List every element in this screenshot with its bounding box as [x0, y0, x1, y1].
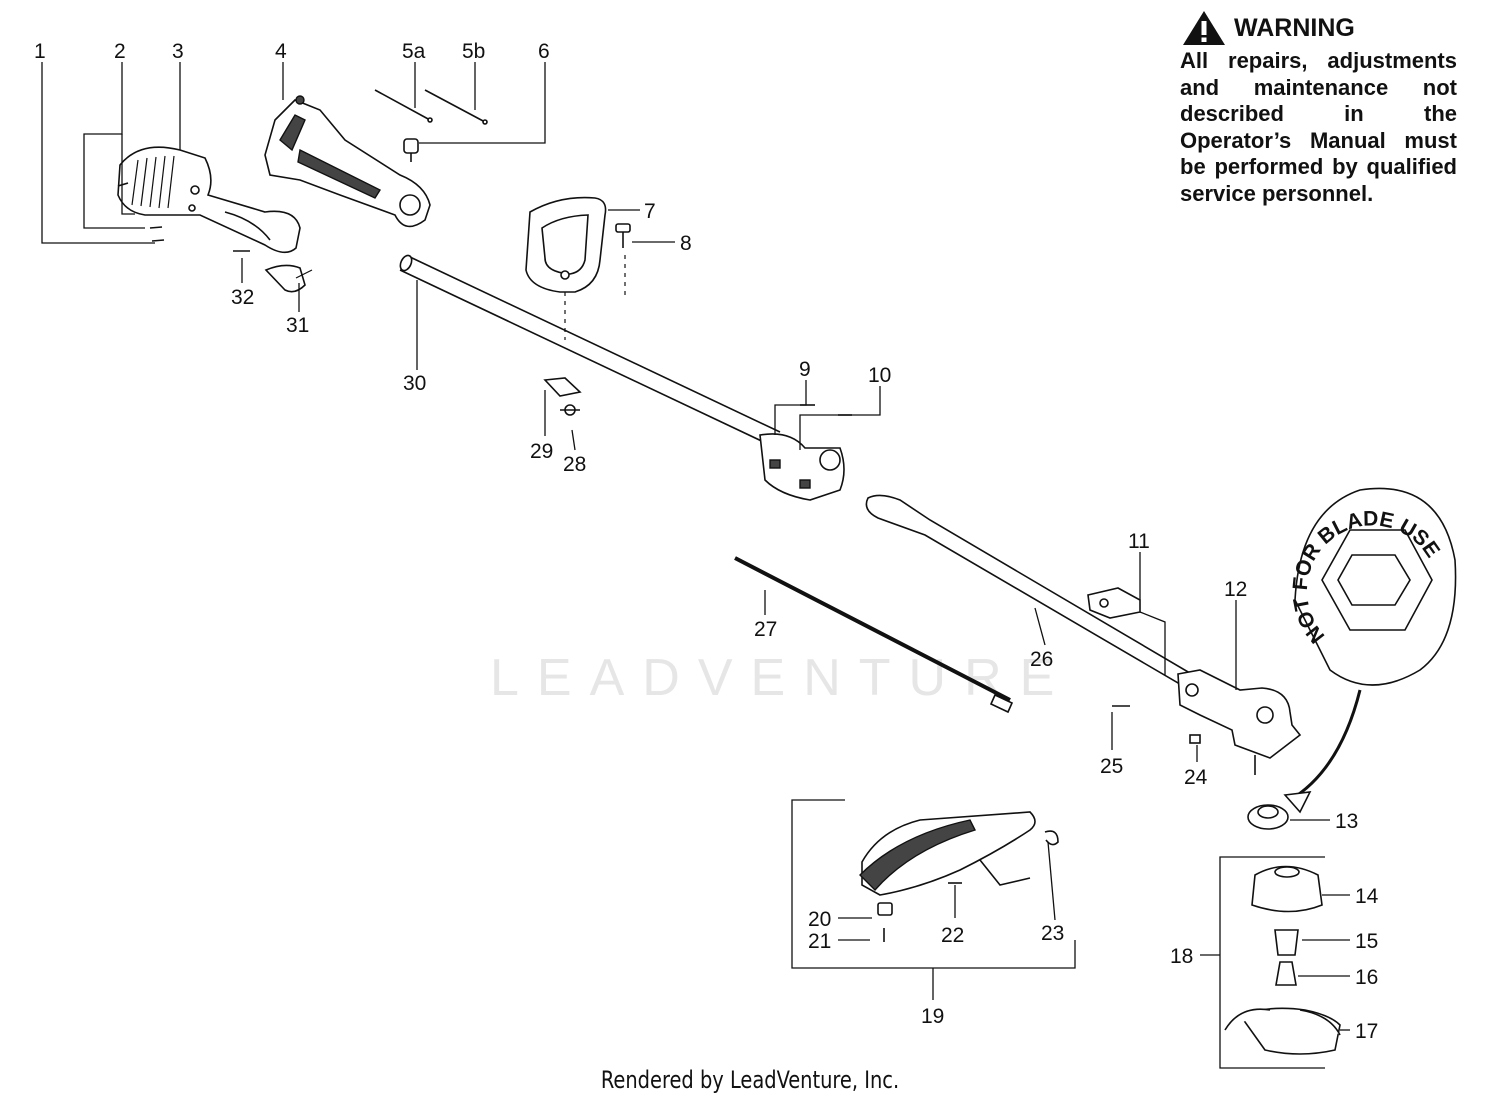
callout-32: 32: [231, 286, 254, 309]
cover-screws: [117, 182, 250, 252]
upper-shaft-tube-part: [399, 254, 781, 446]
callout-1: 1: [34, 40, 46, 63]
flex-drive-shaft-part: [734, 556, 1014, 714]
callout-11: 11: [1128, 530, 1150, 553]
callout-2: 2: [114, 40, 126, 63]
callout-12: 12: [1224, 578, 1247, 601]
callout-28: 28: [563, 453, 586, 476]
callout-27: 27: [754, 618, 777, 641]
callout-31: 31: [286, 314, 309, 337]
callout-21: 21: [808, 930, 831, 953]
callout-3: 3: [172, 40, 184, 63]
callout-22: 22: [941, 924, 964, 947]
callout-5a: 5a: [402, 40, 426, 63]
callout-26: 26: [1030, 648, 1053, 671]
leader-lines: [41, 62, 1350, 1069]
gearbox-part: [1112, 669, 1302, 775]
callout-15: 15: [1355, 930, 1378, 953]
footer-credit: Rendered by LeadVenture, Inc.: [600, 1066, 900, 1094]
trimmer-head-parts: [1224, 865, 1341, 1055]
callout-19: 19: [921, 1005, 944, 1028]
callout-18: 18: [1170, 945, 1193, 968]
callout-17: 17: [1355, 1020, 1378, 1043]
callout-24: 24: [1184, 766, 1208, 789]
stop-switch-part: [403, 138, 419, 162]
callout-14: 14: [1355, 885, 1379, 908]
warning-box: WARNING All repairs, adjustments and mai…: [1180, 10, 1457, 207]
warning-text: All repairs, adjustments and maintenance…: [1180, 48, 1457, 206]
warning-title: WARNING: [1234, 13, 1355, 42]
callout-23: 23: [1041, 922, 1064, 945]
loop-handle-screw: [615, 223, 631, 248]
callout-5b: 5b: [462, 40, 485, 63]
wing-nut-part: [543, 377, 582, 416]
callout-9: 9: [799, 358, 811, 381]
ignition-wires: [374, 89, 488, 125]
trimmer-head-inset: NOT FOR BLADE USE: [1283, 487, 1457, 814]
warning-header: WARNING: [1182, 10, 1457, 46]
callout-16: 16: [1355, 966, 1378, 989]
callout-25: 25: [1100, 755, 1123, 778]
callout-6: 6: [538, 40, 550, 63]
callout-numbers: 1 2 3 4 5a 5b 6 7 8 9 10 11 12 13 14 15 …: [34, 40, 1379, 1043]
callout-20: 20: [808, 908, 831, 931]
engine-cover-part: [117, 146, 301, 254]
callout-8: 8: [680, 232, 692, 255]
head-nut-part: [1247, 804, 1289, 830]
callout-30: 30: [403, 372, 426, 395]
guard-bracket-part: [1087, 587, 1141, 619]
callout-13: 13: [1335, 810, 1358, 833]
callout-29: 29: [530, 440, 553, 463]
callout-7: 7: [644, 200, 656, 223]
loop-handle-part: [525, 196, 626, 340]
throttle-trigger-part: [264, 264, 313, 293]
callout-4: 4: [275, 40, 287, 63]
callout-10: 10: [868, 364, 891, 387]
warning-triangle-icon: [1183, 11, 1225, 45]
shaft-clamp-part: [759, 404, 852, 501]
cutting-guard-part: [859, 811, 1059, 942]
watermark-text: LEADVENTURE: [490, 649, 1073, 707]
handle-housing-part: [264, 95, 431, 228]
